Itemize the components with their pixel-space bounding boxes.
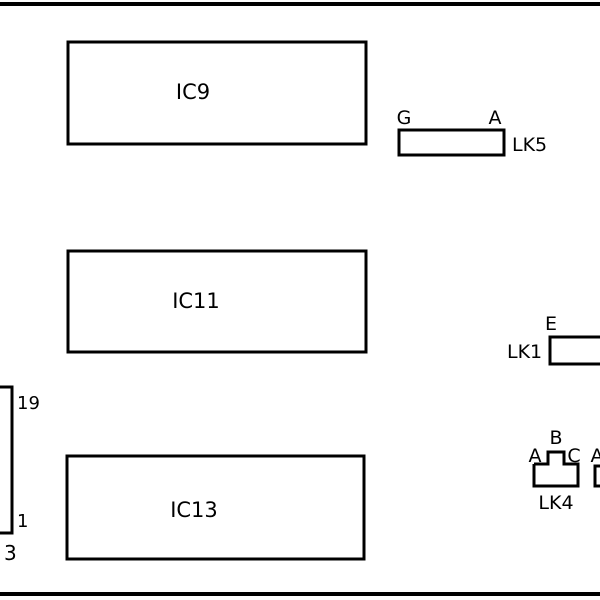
partial-link-pin-a-label: A (591, 445, 600, 467)
connector-pin-1-label: 1 (17, 511, 28, 532)
ic13-label: IC13 (170, 498, 218, 522)
lk4-pin-a-label: A (529, 445, 542, 467)
lk1-pin-e-label: E (545, 313, 557, 335)
connector-label-fragment: 3 (4, 541, 17, 565)
ic13-component: IC13 (65, 454, 366, 561)
ic9-label: IC9 (176, 80, 210, 104)
ic13-outline (65, 454, 366, 561)
connector-outline (0, 385, 14, 535)
ic11-component: IC11 (66, 249, 368, 354)
lk1-link: E LK1 (507, 313, 600, 366)
partial-link-right: A (591, 445, 600, 488)
ic11-outline (66, 249, 368, 354)
partial-link-outline (593, 464, 600, 488)
lk5-pin-a-label: A (489, 107, 502, 129)
lk5-label: LK5 (512, 134, 547, 156)
lk4-pin-c-label: C (567, 445, 580, 467)
lk5-pin-g-label: G (397, 107, 412, 129)
lk5-link: G A LK5 (397, 107, 547, 157)
lk4-label: LK4 (538, 492, 573, 514)
ic9-outline (66, 40, 368, 146)
lk5-outline (397, 128, 506, 157)
edge-connector: 19 1 3 (0, 385, 40, 565)
lk4-outline (532, 450, 580, 488)
lk1-label: LK1 (507, 341, 542, 363)
ic11-label: IC11 (172, 289, 220, 313)
lk1-outline (548, 335, 600, 366)
lk4-pin-b-label: B (549, 427, 562, 449)
lk4-link: B A C LK4 (529, 427, 581, 514)
ic9-component: IC9 (66, 40, 368, 146)
connector-pin-19-label: 19 (17, 393, 40, 414)
